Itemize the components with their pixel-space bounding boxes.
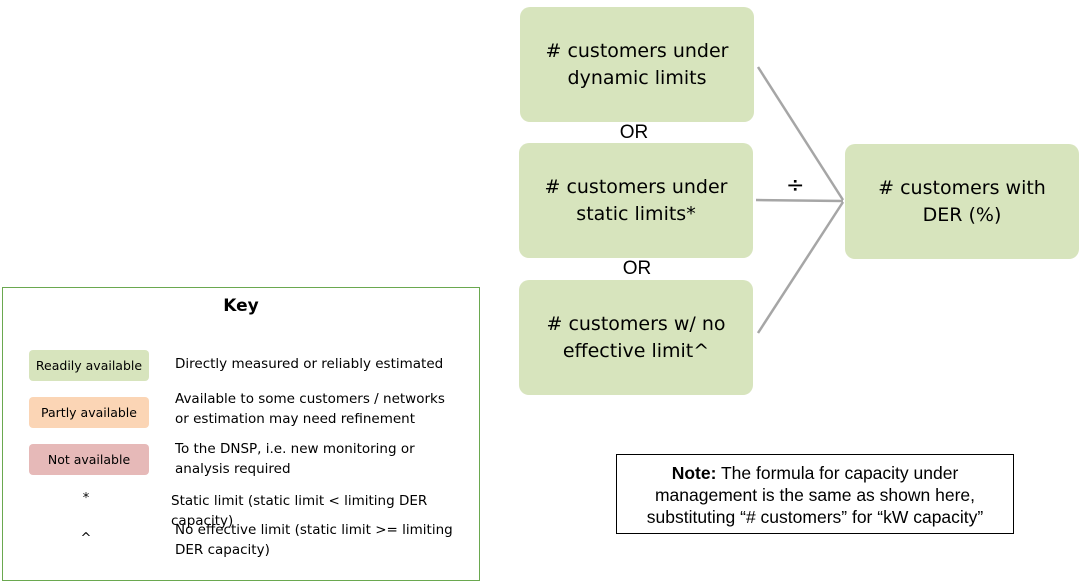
desc-static-limit: Static limit (static limit < limiting DE… [171,491,479,531]
or-label-1: OR [619,122,649,143]
desc-not-available-line2: analysis required [175,461,291,477]
swatch-readily-available: Readily available [29,350,149,381]
key-legend: Key Readily available Directly measured … [2,287,480,581]
connector-no-limit [756,201,845,334]
desc-no-effective-limit-line1: No effective limit (static limit >= limi… [175,522,453,538]
desc-readily-available-text: Directly measured or reliably estimated [175,356,444,372]
box-static-limits: # customers under static limits* [519,143,753,258]
note-text-line1: The formula for capacity under [716,463,959,483]
swatch-not-available: Not available [29,444,149,475]
box-dynamic-limits-text: # customers under dynamic limits [545,39,729,89]
desc-readily-available: Directly measured or reliably estimated [175,354,443,374]
note-label: Note: [671,463,717,483]
note-box: Note: The formula for capacity under man… [616,454,1014,534]
desc-not-available: To the DNSP, i.e. new monitoring or anal… [175,439,415,479]
swatch-not-available-label: Not available [47,452,131,467]
symbol-asterisk: * [82,491,90,506]
or-label-2: OR [622,258,652,279]
swatch-partly-available: Partly available [29,397,149,428]
desc-not-available-line1: To the DNSP, i.e. new monitoring or [175,441,415,457]
box-static-limits-text: # customers under static limits* [544,175,728,225]
desc-no-effective-limit-line2: DER capacity) [175,542,270,558]
box-no-effective-limit: # customers w/ no effective limit^ [519,280,753,395]
note-line1: Note: The formula for capacity under [617,462,1013,484]
desc-partly-available: Available to some customers / networks o… [175,389,445,429]
desc-partly-available-line2: or estimation may need refinement [175,411,416,427]
key-title: Key [223,296,259,316]
box-no-effective-limit-text: # customers w/ no effective limit^ [546,312,726,362]
divide-symbol: ÷ [786,173,805,198]
symbol-caret: ^ [80,531,92,546]
swatch-partly-available-label: Partly available [41,405,137,420]
swatch-readily-available-label: Readily available [35,358,143,373]
box-customers-with-der: # customers with DER (%) [845,144,1079,259]
note-text-line3: substituting “# customers” for “kW capac… [646,507,984,527]
note-text-line2: management is the same as shown here, [654,485,976,505]
desc-no-effective-limit: No effective limit (static limit >= limi… [175,520,453,560]
box-dynamic-limits: # customers under dynamic limits [520,7,754,122]
connector-dynamic [756,66,845,201]
connector-static [755,198,844,203]
desc-partly-available-line1: Available to some customers / networks [175,391,445,407]
box-customers-with-der-text: # customers with DER (%) [878,176,1046,226]
desc-static-limit-text: Static limit (static limit < limiting DE… [171,493,428,529]
